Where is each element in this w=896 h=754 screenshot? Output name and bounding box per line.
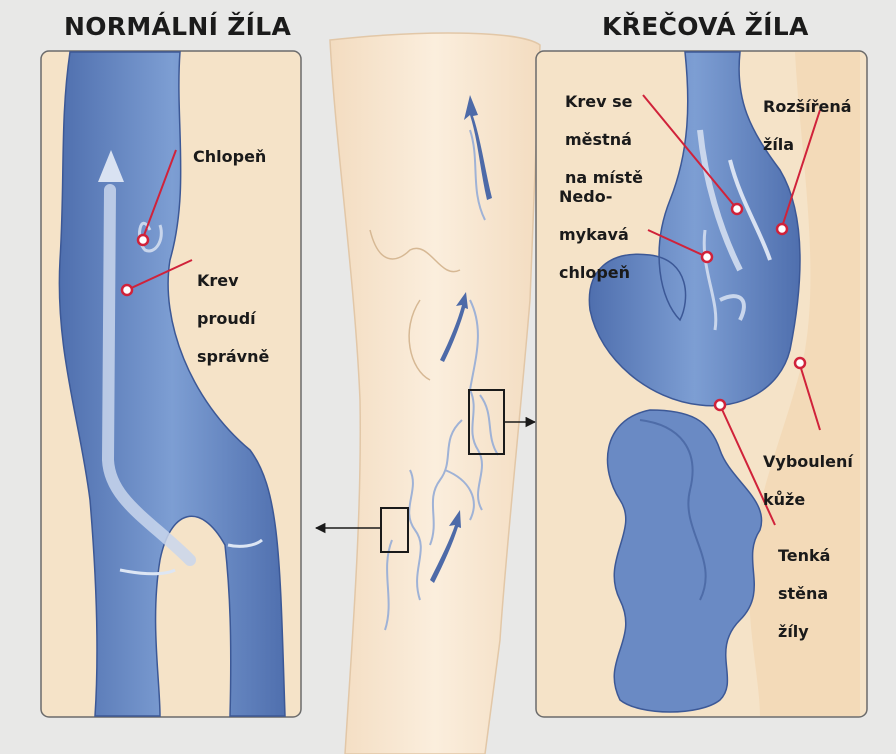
label-line: kůže [763, 490, 853, 509]
label-line: Krev se [565, 92, 643, 111]
label-valve: Chlopeň [193, 128, 266, 185]
label-line: Krev [197, 271, 269, 290]
label-dilated-vein: Rozšířená žíla [763, 78, 852, 173]
normal-vein-title: NORMÁLNÍ ŽÍLA [64, 12, 291, 41]
label-line: správně [197, 347, 269, 366]
label-line: mykavá [559, 225, 630, 244]
label-thin-wall: Tenká stěna žíly [778, 527, 830, 660]
label-valve-line: Chlopeň [193, 147, 266, 166]
label-line: Vyboulení [763, 452, 853, 471]
label-line: Tenká [778, 546, 830, 565]
label-line: Rozšířená [763, 97, 852, 116]
label-line: chlopeň [559, 263, 630, 282]
label-faulty-valve: Nedo- mykavá chlopeň [559, 168, 630, 301]
label-blood-flow: Krev proudí správně [197, 252, 269, 385]
label-line: žíla [763, 135, 852, 154]
varicose-vein-title: KŘEČOVÁ ŽÍLA [602, 12, 809, 41]
label-line: městná [565, 130, 643, 149]
label-line: proudí [197, 309, 269, 328]
label-line: žíly [778, 622, 830, 641]
label-skin-bulge: Vyboulení kůže [763, 433, 853, 528]
label-line: Nedo- [559, 187, 630, 206]
leg-illustration [316, 33, 540, 754]
label-line: stěna [778, 584, 830, 603]
